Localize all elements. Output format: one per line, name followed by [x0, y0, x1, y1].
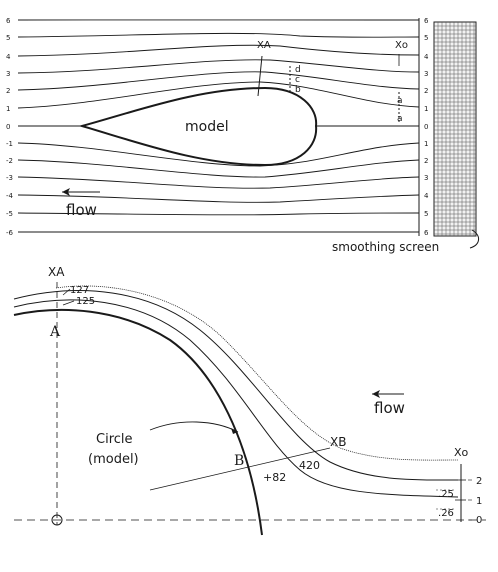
value-26: .26 — [438, 508, 454, 519]
right-line-label: 4 — [424, 192, 429, 200]
left-line-label: 5 — [6, 34, 10, 42]
streamline-neg2 — [17, 159, 420, 178]
left-line-label: -1 — [6, 140, 13, 148]
streamline-2 — [17, 71, 420, 91]
model-label: model — [185, 119, 229, 135]
mark-a-upper: a — [397, 96, 403, 106]
flow-arrow-top — [62, 188, 100, 196]
xb-line — [149, 447, 331, 491]
left-line-label: 6 — [6, 17, 11, 25]
left-line-label: 4 — [6, 53, 11, 61]
streamline-4 — [17, 44, 420, 57]
smoothing-screen-label: smoothing screen — [332, 240, 439, 254]
right-line-label: 2 — [424, 157, 428, 165]
xo-bottom-label: Xo — [454, 446, 469, 459]
right-line-label: 0 — [424, 123, 428, 131]
value-plus82: +82 — [263, 471, 286, 484]
left-line-label: -2 — [6, 157, 13, 165]
streamline-3 — [17, 59, 420, 74]
value-420: 420 — [299, 459, 320, 472]
left-line-label: 1 — [6, 105, 10, 113]
right-line-label: 3 — [424, 174, 428, 182]
streamline-5 — [17, 32, 420, 38]
streamlines — [17, 19, 420, 233]
left-line-label: 0 — [6, 123, 10, 131]
left-line-label: 2 — [6, 87, 10, 95]
streamline-neg5 — [17, 212, 420, 216]
right-line-label: 3 — [424, 70, 428, 78]
right-line-label: 6 — [424, 229, 429, 237]
right-line-label: 6 — [424, 17, 429, 25]
scale-1: 1 — [476, 496, 482, 507]
mark-b: b — [295, 85, 301, 95]
circle-label: Circle — [96, 432, 133, 447]
mark-d: d — [295, 65, 301, 75]
flow-arrow-bottom — [372, 390, 404, 398]
right-line-label: 5 — [424, 210, 428, 218]
right-line-label: 4 — [424, 53, 429, 61]
value-127: 127 — [70, 285, 89, 296]
xo-top-label: Xo — [395, 40, 408, 51]
streamline-127 — [13, 290, 459, 481]
left-line-label: -3 — [6, 174, 13, 182]
model-shape — [78, 86, 318, 167]
smoothing-screen — [433, 21, 477, 237]
flow-label-bottom: flow — [374, 399, 405, 417]
model-paren-label: (model) — [88, 452, 139, 467]
streamline-125 — [13, 299, 459, 498]
scale-0: 0 — [476, 515, 482, 526]
xa-top-label: XA — [257, 40, 271, 51]
circle-pointer — [149, 421, 239, 433]
mark-a-lower: a — [397, 114, 403, 124]
left-line-label: -5 — [6, 210, 13, 218]
point-a-label: A — [49, 324, 61, 340]
value-125: 125 — [76, 296, 95, 307]
left-line-label: 3 — [6, 70, 10, 78]
bottom-panel: XB XA A 127 125 B +82 420 Circle (model)… — [13, 265, 486, 536]
origin-marker — [51, 514, 63, 526]
left-line-label: -6 — [6, 229, 14, 237]
streamline-1 — [17, 81, 420, 109]
point-b-label: B — [234, 453, 244, 469]
value-25: .25 — [438, 489, 454, 500]
right-line-labels: 6 5 4 3 2 1 0 1 2 3 4 5 6 — [424, 17, 429, 237]
right-line-label: 1 — [424, 105, 428, 113]
mark-c: c — [295, 75, 300, 85]
right-line-label: 1 — [424, 140, 428, 148]
xa-bottom-label: XA — [48, 265, 65, 279]
flow-label-top: flow — [66, 201, 97, 219]
left-line-label: -4 — [6, 192, 14, 200]
right-line-label: 2 — [424, 87, 428, 95]
streamline-neg1 — [17, 142, 420, 167]
right-line-label: 5 — [424, 34, 428, 42]
streamline-neg4 — [17, 194, 420, 203]
scale-2: 2 — [476, 476, 482, 487]
xb-label: XB — [330, 435, 346, 449]
streamline-neg3 — [17, 176, 420, 189]
circle-model — [13, 308, 263, 536]
xa-marker-line — [257, 55, 263, 97]
screen-arrow — [469, 229, 479, 249]
top-panel: model XA d c b Xo a a flow smoothing scr… — [6, 17, 479, 254]
left-line-labels: 6 5 4 3 2 1 0 -1 -2 -3 -4 -5 -6 — [6, 17, 14, 237]
